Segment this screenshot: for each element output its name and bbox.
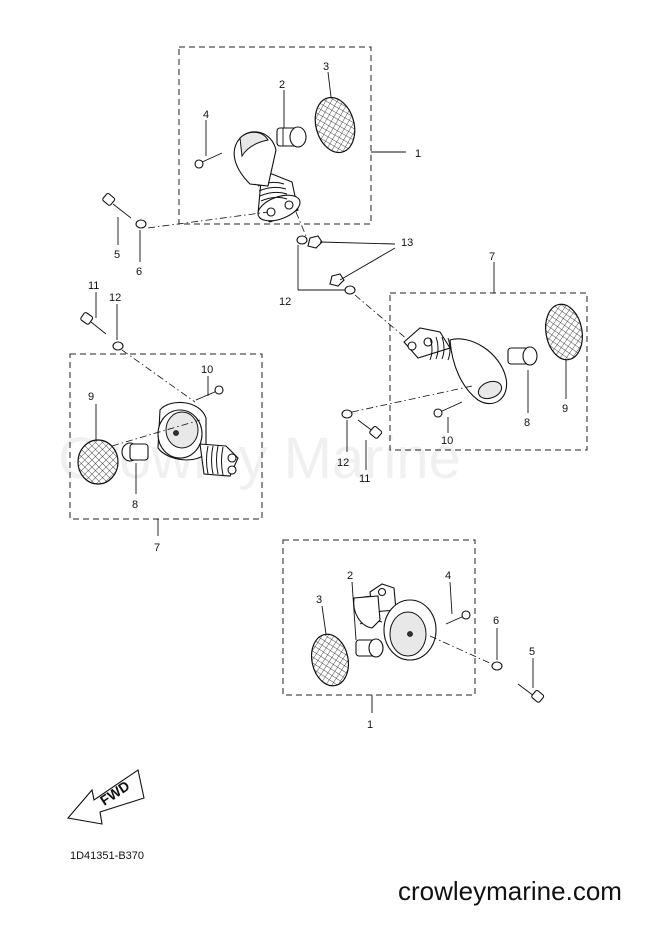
right-bulb xyxy=(507,346,538,366)
middle-washer-lower xyxy=(344,285,356,295)
middle-nut-upper xyxy=(307,235,323,249)
callout-left-11: 11 xyxy=(88,280,99,292)
callout-right-12: 12 xyxy=(337,457,349,469)
callout-mid-12: 12 xyxy=(279,296,291,308)
middle-washer-upper xyxy=(296,235,308,245)
callout-right-8: 8 xyxy=(524,417,530,429)
top-screw-4 xyxy=(194,152,223,169)
callout-mid-13: 13 xyxy=(401,237,413,249)
right-lens xyxy=(545,303,583,361)
left-signal-assembly: 11 12 10 9 8 7 xyxy=(69,280,263,554)
callout-bottom-6: 6 xyxy=(493,615,499,627)
callout-left-12: 12 xyxy=(109,292,121,304)
bottom-bolt-5 xyxy=(517,683,545,703)
left-lens xyxy=(77,439,119,485)
watermark-text: Crowley Marine xyxy=(58,426,461,491)
left-assembly-box xyxy=(69,353,263,520)
bottom-lens xyxy=(310,633,350,687)
callout-right-9: 9 xyxy=(562,403,568,415)
brand-footer: crowleymarine.com xyxy=(398,876,622,906)
callout-bottom-1: 1 xyxy=(367,719,373,731)
callout-top-4: 4 xyxy=(203,109,209,121)
callout-top-6: 6 xyxy=(136,266,142,278)
top-assembly-box xyxy=(178,46,372,225)
right-bolt-11 xyxy=(357,419,383,439)
callout-bottom-2: 2 xyxy=(347,570,353,582)
bottom-assembly-box xyxy=(282,539,476,696)
callout-left-7: 7 xyxy=(154,542,160,554)
bottom-bulb xyxy=(355,638,384,658)
bottom-screw-4 xyxy=(445,610,471,625)
right-signal-assembly: 7 10 8 9 xyxy=(337,251,588,485)
callout-right-7: 7 xyxy=(489,251,495,263)
diagram-code: 1D41351-B370 xyxy=(70,850,144,862)
callout-bottom-4: 4 xyxy=(445,570,451,582)
left-washer-12 xyxy=(112,341,124,351)
top-flasher-arm xyxy=(233,131,301,223)
top-lens xyxy=(314,96,356,154)
callout-top-2: 2 xyxy=(279,79,285,91)
callout-bottom-5: 5 xyxy=(529,646,535,658)
fwd-arrow: FWD xyxy=(66,769,145,825)
right-screw-10 xyxy=(433,401,463,418)
top-bulb xyxy=(276,126,307,148)
left-flasher-housing xyxy=(157,401,239,477)
middle-nut-lower xyxy=(329,273,345,287)
callout-top-1: 1 xyxy=(415,148,421,160)
callout-top-3: 3 xyxy=(323,61,329,73)
left-screw-10 xyxy=(195,385,224,401)
right-flasher-arm xyxy=(403,327,508,405)
bottom-flasher-housing xyxy=(353,583,437,661)
top-washer-6 xyxy=(135,219,147,229)
right-washer-12 xyxy=(341,409,353,419)
callout-right-11: 11 xyxy=(359,473,370,485)
bottom-washer-6 xyxy=(491,661,503,671)
top-bolt-5 xyxy=(102,192,132,219)
callout-left-9: 9 xyxy=(88,391,94,403)
right-assembly-box xyxy=(389,292,588,451)
middle-hardware: 13 12 xyxy=(279,211,413,341)
left-bolt-11 xyxy=(80,312,107,335)
left-bulb xyxy=(121,442,149,462)
top-signal-assembly: 4 2 3 1 5 6 xyxy=(102,46,421,278)
callout-top-5: 5 xyxy=(114,249,120,261)
callout-bottom-3: 3 xyxy=(316,594,322,606)
callout-left-10: 10 xyxy=(201,364,213,376)
bottom-signal-assembly: 2 3 4 1 6 5 xyxy=(282,539,545,731)
callout-left-8: 8 xyxy=(132,499,138,511)
callout-right-10: 10 xyxy=(441,435,453,447)
